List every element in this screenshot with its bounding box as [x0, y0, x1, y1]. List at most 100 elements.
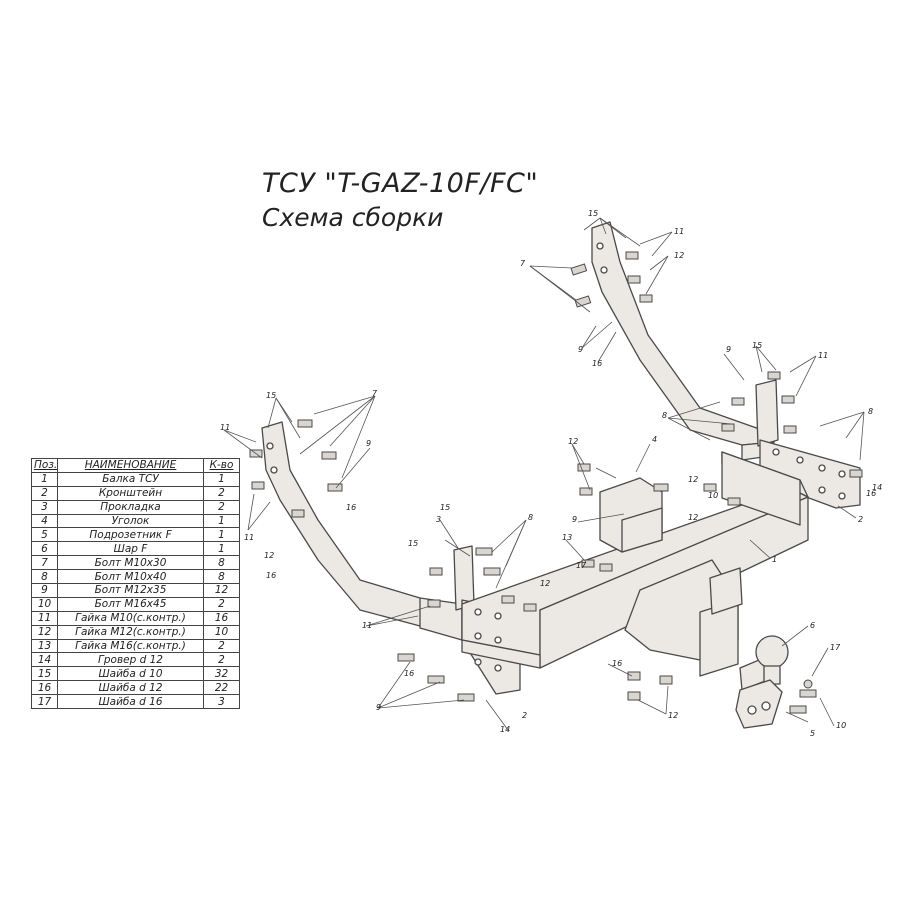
cell-position: 10 — [31, 596, 58, 612]
cell-name: Болт М16х45 — [57, 596, 204, 612]
ball-mount — [624, 559, 743, 677]
cell-name: Гайка М12(с.контр.) — [57, 624, 204, 640]
callout-2: 2 — [858, 515, 863, 524]
callout-10: 10 — [708, 491, 718, 500]
cell-quantity: 2 — [203, 596, 240, 612]
cell-position: 11 — [31, 610, 58, 626]
cell-position: 17 — [31, 694, 58, 710]
cell-name: Гровер d 12 — [57, 652, 204, 668]
cell-quantity: 2 — [203, 652, 240, 668]
callout-2: 2 — [522, 711, 527, 720]
cell-quantity: 2 — [203, 485, 240, 501]
parts-table-header: Поз. НАИМЕНОВАНИЕ К-во — [31, 458, 240, 473]
callout-15: 15 — [440, 503, 450, 512]
cell-name: Подрозетник F — [57, 527, 204, 543]
callout-12: 12 — [540, 579, 550, 588]
callout-5: 5 — [810, 729, 815, 738]
cell-quantity: 1 — [203, 471, 240, 487]
callout-15: 15 — [266, 391, 276, 400]
diagram-title: ТСУ "T-GAZ-10F/FC" — [262, 168, 539, 199]
callout-9: 9 — [366, 439, 371, 448]
callout-12: 12 — [264, 551, 274, 560]
callout-17: 17 — [576, 561, 587, 570]
callout-11: 11 — [220, 423, 230, 432]
callout-labels: 1 2 2 3 4 5 6 7 7 8 8 8 9 9 9 9 9 10 10 … — [220, 209, 882, 738]
tow-ball — [739, 635, 789, 691]
cell-position: 16 — [31, 680, 58, 696]
callout-12: 12 — [688, 475, 698, 484]
callout-9: 9 — [726, 345, 731, 354]
callout-16: 16 — [404, 669, 414, 678]
cell-name: Болт М12х35 — [57, 583, 204, 598]
cell-name: Гайка М10(с.контр.) — [57, 610, 204, 626]
callout-11: 11 — [818, 351, 828, 360]
callout-15: 15 — [408, 539, 418, 548]
callout-16: 16 — [866, 489, 876, 498]
callout-13: 13 — [562, 533, 572, 542]
callout-9: 9 — [376, 703, 381, 712]
cell-position: 13 — [31, 638, 58, 654]
cell-quantity: 12 — [203, 583, 240, 598]
callout-11: 11 — [674, 227, 684, 236]
callout-3: 3 — [436, 515, 441, 524]
callout-6: 6 — [810, 621, 815, 630]
cell-position: 9 — [31, 583, 58, 598]
cell-name: Шайба d 12 — [57, 680, 204, 696]
cell-position: 6 — [31, 541, 58, 557]
cell-quantity: 16 — [203, 610, 240, 626]
cell-quantity: 2 — [203, 638, 240, 654]
column-header-name: НАИМЕНОВАНИЕ — [57, 458, 204, 473]
right-bracket — [591, 221, 861, 509]
cell-position: 1 — [31, 471, 58, 487]
cell-quantity: 32 — [203, 666, 240, 682]
leader-lines — [223, 217, 865, 731]
column-header-position: Поз. — [31, 458, 58, 473]
callout-10: 10 — [836, 721, 846, 730]
cell-position: 4 — [31, 513, 58, 529]
callout-8: 8 — [528, 513, 533, 522]
cell-position: 12 — [31, 624, 58, 640]
diagram-subtitle: Схема сборки — [262, 203, 444, 232]
cell-name: Шайба d 16 — [57, 694, 204, 710]
callout-15: 15 — [752, 341, 762, 350]
cell-name: Балка ТСУ — [57, 471, 204, 487]
callout-7: 7 — [372, 389, 378, 398]
cell-position: 2 — [31, 485, 58, 501]
callout-12: 12 — [688, 513, 698, 522]
cell-position: 5 — [31, 527, 58, 543]
mounting-holes — [266, 242, 846, 672]
callout-17: 17 — [830, 643, 841, 652]
cell-position: 3 — [31, 499, 58, 515]
cell-quantity: 1 — [203, 513, 240, 529]
cell-name: Уголок — [57, 513, 204, 529]
column-header-quantity: К-во — [203, 458, 240, 473]
cell-name: Болт М10х40 — [57, 569, 204, 585]
cell-quantity: 3 — [203, 694, 240, 710]
angle-piece — [599, 477, 663, 553]
callout-8: 8 — [662, 411, 667, 420]
callout-11: 11 — [362, 621, 372, 630]
socket-plate — [735, 679, 783, 729]
callout-14: 14 — [872, 483, 882, 492]
fasteners — [249, 251, 863, 714]
callout-16: 16 — [592, 359, 602, 368]
callout-4: 4 — [652, 435, 657, 444]
